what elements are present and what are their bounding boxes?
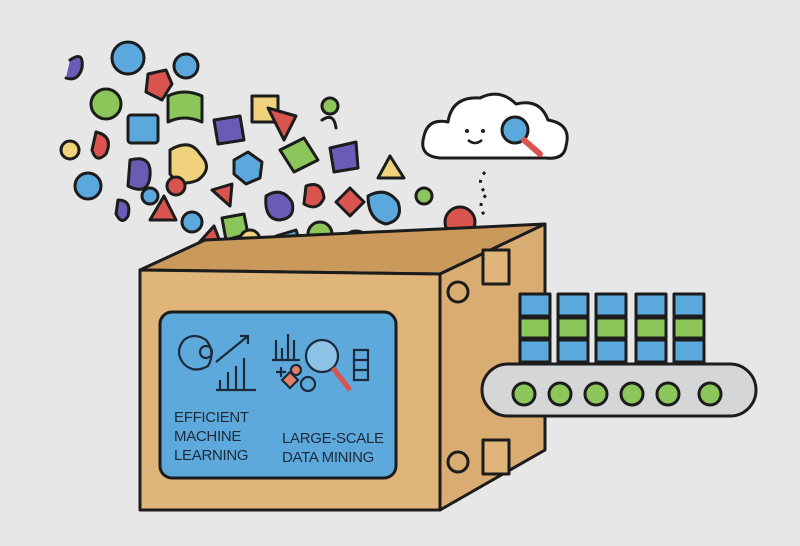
right-caption-line-1: LARGE-SCALE [282, 430, 384, 447]
cloud-search-icon [421, 92, 569, 220]
data-block-stack [556, 292, 590, 364]
left-caption-line-2: MACHINE [174, 428, 241, 445]
gear-icon [446, 280, 470, 304]
label-panel: EFFICIENT MACHINE LEARNING LARGE-SCALE D… [158, 310, 398, 480]
data-mining-icon [272, 334, 370, 393]
data-block-stack [594, 292, 628, 364]
data-block-stack [672, 292, 706, 364]
roller [583, 381, 609, 407]
right-caption-line-2: DATA MINING [282, 449, 374, 466]
conveyor-belt [480, 292, 758, 418]
roller [511, 381, 537, 407]
roller [547, 381, 573, 407]
roller [619, 381, 645, 407]
data-block-stack [518, 292, 552, 364]
brain-chart-icon [177, 334, 256, 392]
left-caption-line-3: LEARNING [174, 447, 248, 464]
roller [655, 381, 681, 407]
left-caption-line-1: EFFICIENT [174, 409, 249, 426]
roller [697, 381, 723, 407]
gear-icon [446, 450, 470, 474]
data-block-stack [634, 292, 668, 364]
